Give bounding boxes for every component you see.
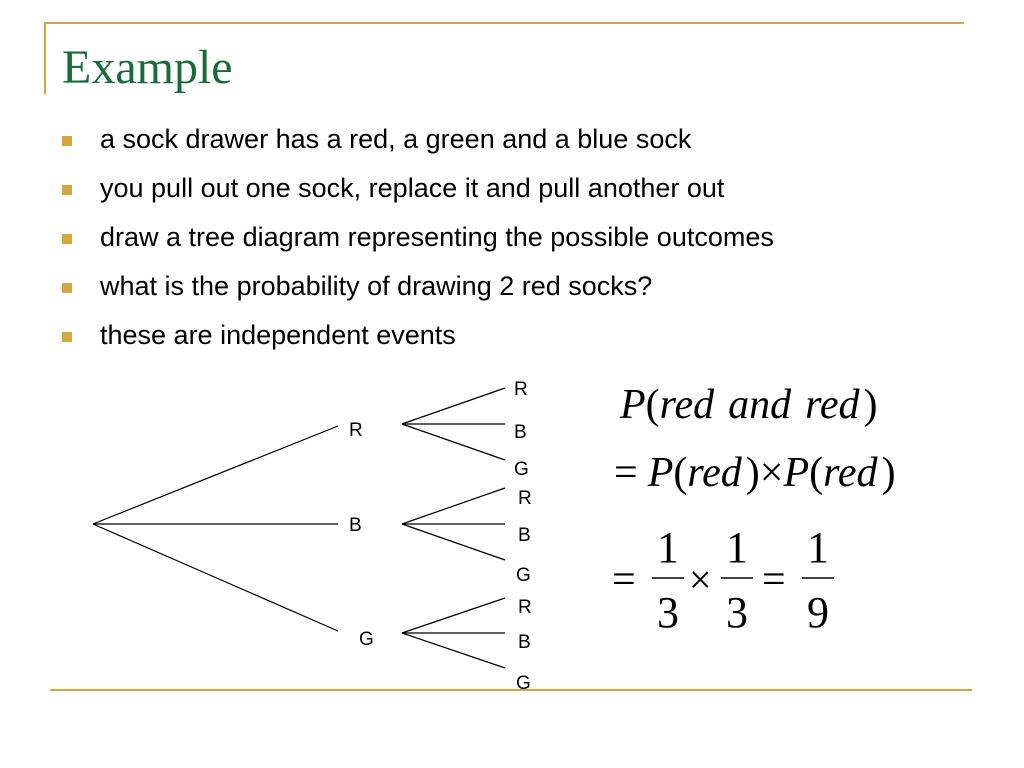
formula-equals: = <box>612 557 636 603</box>
fraction-3-numerator: 1 <box>807 523 829 572</box>
frame-left-rule <box>44 22 46 94</box>
tree-node-g-r: R <box>518 597 532 618</box>
tree-node-g-g: G <box>516 673 531 694</box>
tree-branch-r-g <box>401 423 506 461</box>
fraction-3-denominator: 9 <box>807 588 829 637</box>
fraction-2-numerator: 1 <box>726 523 748 572</box>
tree-node-r-g: G <box>514 459 529 480</box>
formula-red: red <box>687 450 742 496</box>
bullet-list: a sock drawer has a red, a green and a b… <box>62 120 774 365</box>
formula-close-paren: ) <box>864 382 878 428</box>
formula-line-2: =P(red)×P(red) <box>614 450 896 496</box>
bullet-text: you pull out one sock, replace it and pu… <box>100 173 725 203</box>
tree-branch-b-r <box>401 487 506 525</box>
bullet-square-icon <box>62 234 72 244</box>
formula-red: red <box>805 382 860 428</box>
formula-p: P <box>782 450 809 496</box>
formula-equals: = <box>762 557 786 603</box>
formula-p: P <box>647 450 674 496</box>
fraction-2-denominator: 3 <box>726 588 748 637</box>
tree-node-first-b: B <box>349 515 362 536</box>
formula-close-paren: ) <box>882 450 896 496</box>
formula-open-paren: ( <box>673 450 687 496</box>
tree-node-first-g: G <box>359 629 374 650</box>
tree-branch-b-g <box>401 523 506 561</box>
tree-branch-g-r <box>401 597 506 634</box>
tree-node-r-b: B <box>514 422 527 443</box>
formula-times: × <box>689 557 712 602</box>
bullet-text: what is the probability of drawing 2 red… <box>100 271 653 301</box>
formula-red: red <box>823 450 878 496</box>
tree-node-g-b: B <box>518 632 531 653</box>
tree-node-b-b: B <box>518 525 531 546</box>
frame-top-rule <box>44 22 964 24</box>
tree-node-first-r: R <box>349 420 363 441</box>
formula-close-paren: ) <box>746 450 760 496</box>
bullet-text: a sock drawer has a red, a green and a b… <box>100 124 692 154</box>
formula-open-paren: ( <box>809 450 823 496</box>
bullet-item: these are independent events <box>62 316 774 365</box>
bullet-item: draw a tree diagram representing the pos… <box>62 218 774 267</box>
bullet-item: a sock drawer has a red, a green and a b… <box>62 120 774 169</box>
tree-branch-r-r <box>401 387 506 425</box>
bullet-item: you pull out one sock, replace it and pu… <box>62 169 774 218</box>
formula-red: red <box>660 382 715 428</box>
bullet-text: these are independent events <box>100 320 456 350</box>
tree-node-b-r: R <box>518 488 532 509</box>
tree-node-b-g: G <box>516 565 531 586</box>
bullet-square-icon <box>62 185 72 195</box>
bullet-square-icon <box>62 332 72 342</box>
tree-branch-root-g <box>92 523 339 632</box>
bullet-square-icon <box>62 283 72 293</box>
fraction-1-denominator: 3 <box>657 588 679 637</box>
tree-node-r-r: R <box>514 379 528 400</box>
bullet-square-icon <box>62 136 72 146</box>
formula-p: P <box>619 382 646 428</box>
bullet-text: draw a tree diagram representing the pos… <box>100 222 774 252</box>
slide-title: Example <box>62 41 233 94</box>
formula-equals: = <box>614 450 638 496</box>
tree-branch-root-r <box>92 425 339 525</box>
tree-branch-g-g <box>401 632 506 669</box>
formula-times: × <box>760 450 784 496</box>
bullet-item: what is the probability of drawing 2 red… <box>62 267 774 316</box>
formula-and: and <box>728 382 792 428</box>
fraction-1-numerator: 1 <box>657 523 679 572</box>
formula-open-paren: ( <box>646 382 660 428</box>
frame-bottom-rule <box>50 689 972 691</box>
